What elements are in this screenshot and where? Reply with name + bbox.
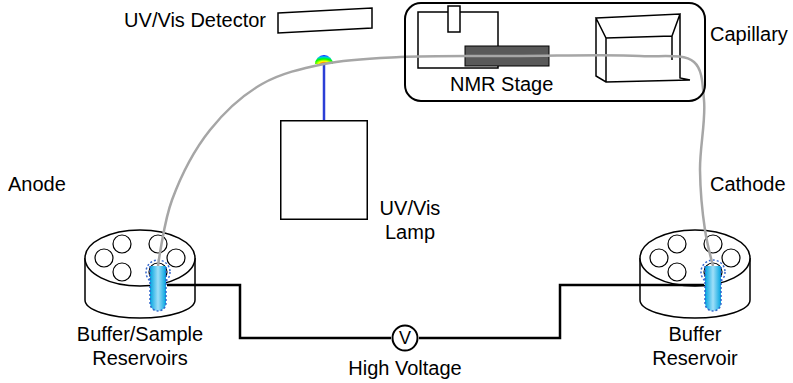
detector-label: UV/Vis Detector — [124, 8, 266, 32]
rf-coil — [596, 14, 690, 82]
reservoir-tube: Buffer/Sample Reservoirs — [149, 266, 167, 312]
stage-label: NMR Stage — [450, 72, 553, 96]
electrode-label: Anode — [8, 172, 66, 196]
node-outline — [280, 120, 368, 220]
reservoir-label: Buffer Reservoir — [645, 322, 745, 370]
node-outline — [404, 2, 706, 102]
node-outline — [276, 6, 374, 34]
carousel-top — [85, 230, 195, 286]
node-outline — [149, 266, 167, 312]
electrode-label: Cathode — [710, 172, 786, 196]
lamp-label: UV/Vis Lamp — [372, 196, 448, 244]
voltmeter-symbol: V — [391, 324, 419, 352]
uv-beam — [323, 64, 326, 120]
lamp-box: UV/Vis Lamp — [280, 120, 368, 220]
voltmeter-circle: VHigh Voltage — [391, 324, 419, 352]
nmr-stage-box: NMR Stage — [404, 2, 706, 102]
carousel-top — [640, 230, 750, 286]
detector-box: UV/Vis Detector — [276, 6, 374, 34]
voltage-label: High Voltage — [348, 356, 461, 380]
reservoir-label: Buffer/Sample Reservoirs — [65, 322, 215, 370]
electrode-wire — [419, 285, 704, 338]
node-outline — [704, 266, 722, 312]
magnet-post — [448, 6, 460, 32]
connector-label: Capillary — [710, 22, 788, 46]
carousel-slots — [650, 235, 740, 281]
carousel-slots — [95, 235, 185, 281]
reservoir-tube: Buffer Reservoir — [704, 266, 722, 312]
capillary-line — [158, 55, 713, 266]
